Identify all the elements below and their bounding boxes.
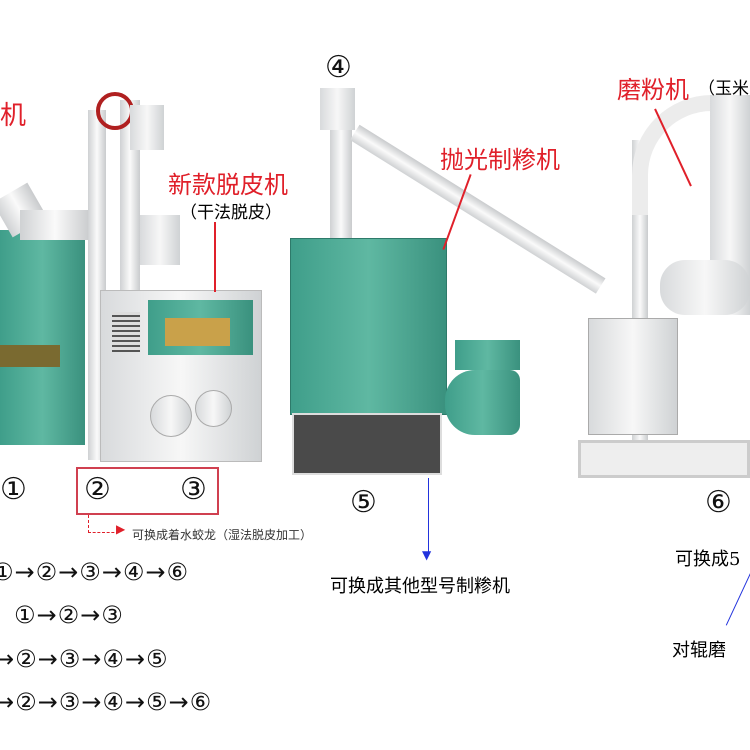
mill-drum bbox=[660, 260, 750, 315]
machine-1-duct bbox=[20, 210, 90, 240]
flow-row-2: ①→②→③ bbox=[14, 601, 124, 629]
label-replace-wet: 可换成着水蛟龙（湿法脱皮加工） bbox=[132, 528, 313, 542]
arrow-grits-head: ▼ bbox=[422, 548, 432, 562]
flow-row-1: ①→②→③→④→⑥ bbox=[0, 558, 190, 586]
label-roller-mill: 对辊磨 bbox=[672, 640, 726, 661]
machine-6-box bbox=[588, 318, 678, 435]
number-4: ④ bbox=[325, 50, 352, 85]
label-replace-mill: 可换成5 bbox=[675, 549, 741, 570]
flow-row-3: →②→③→④→⑤ bbox=[0, 645, 169, 673]
dehuller-label-plate bbox=[165, 318, 230, 346]
mill-frame bbox=[578, 440, 750, 478]
hopper bbox=[140, 215, 180, 265]
arrow-wet bbox=[88, 515, 119, 533]
elevator-2b bbox=[120, 100, 140, 300]
label-dehuller: 新款脱皮机 bbox=[168, 171, 288, 199]
label-dehuller-note: （干法脱皮） bbox=[180, 203, 282, 223]
flow-row-4: →②→③→④→⑤→⑥ bbox=[0, 688, 213, 716]
vent-grille bbox=[112, 312, 140, 352]
machine-4-polisher bbox=[290, 238, 447, 415]
label-machine-1: 机 bbox=[0, 101, 27, 131]
number-5: ⑤ bbox=[350, 485, 377, 520]
machine-5-grits bbox=[445, 370, 520, 435]
arrow-wet-head: ▶ bbox=[116, 522, 126, 536]
arrow-dehuller bbox=[214, 222, 216, 292]
arrow-mill-replace bbox=[725, 572, 750, 626]
number-3: ③ bbox=[180, 472, 207, 507]
fan2 bbox=[195, 390, 232, 427]
label-polisher: 抛光制糁机 bbox=[440, 146, 560, 174]
label-replace-grits: 可换成其他型号制糁机 bbox=[330, 576, 510, 597]
number-2: ② bbox=[84, 472, 111, 507]
pulley-wheel bbox=[96, 92, 134, 130]
machine-1-window bbox=[0, 345, 60, 367]
machine-1-cleaner bbox=[0, 230, 85, 445]
label-mill-note: （玉米 bbox=[698, 79, 749, 99]
wet-option-box bbox=[76, 467, 219, 515]
machine-4-base bbox=[292, 413, 442, 475]
number-1: ① bbox=[0, 472, 27, 507]
elevator-head bbox=[130, 105, 164, 150]
number-6: ⑥ bbox=[705, 485, 732, 520]
elevator-4-head bbox=[320, 88, 355, 130]
machine-5-frame bbox=[455, 340, 520, 370]
fan bbox=[150, 395, 192, 437]
label-mill: 磨粉机 bbox=[617, 76, 689, 104]
arrow-grits bbox=[428, 478, 429, 553]
